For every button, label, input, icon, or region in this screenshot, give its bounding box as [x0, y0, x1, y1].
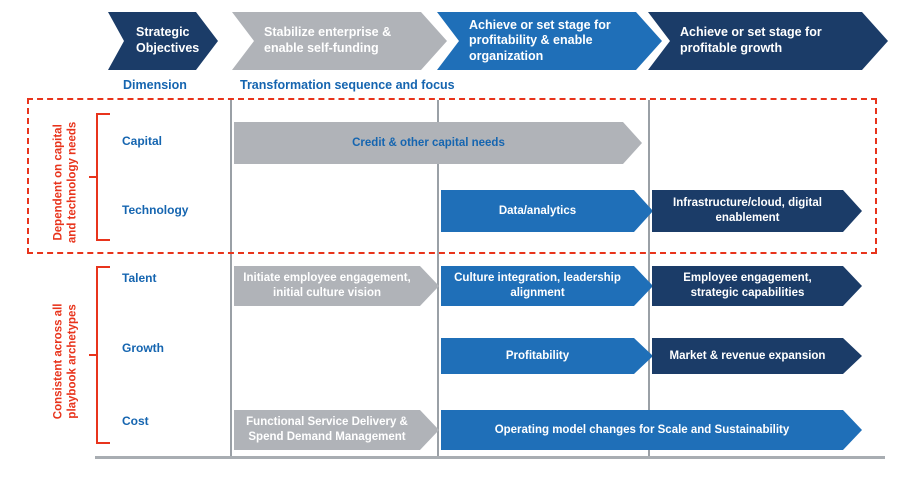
group-box-dependent-capital-technology: [27, 98, 877, 254]
arrow-label: Operating model changes for Scale and Su…: [494, 423, 790, 436]
arrow-label: Initiate employee engagement,initial cul…: [243, 272, 411, 299]
row-cost-item-functional-service-delivery: Functional Service Delivery &Spend Deman…: [234, 410, 439, 450]
row-capital-item-credit: Credit & other capital needs: [234, 122, 642, 164]
arrow-label: Data/analytics: [498, 204, 577, 217]
row-talent-item-employee-engagement: Employee engagement,strategic capabiliti…: [652, 266, 862, 306]
arrow-label: Credit & other capital needs: [352, 136, 505, 149]
group-bracket-lower: [96, 266, 110, 444]
group-bracket-upper: [96, 113, 110, 241]
arrow-label: Profitability: [505, 349, 570, 362]
row-growth-item-profitability: Profitability: [441, 338, 653, 374]
row-label-growth: Growth: [122, 341, 164, 355]
caption-transformation-sequence: Transformation sequence and focus: [240, 78, 455, 92]
row-cost-item-operating-model-changes: Operating model changes for Scale and Su…: [441, 410, 862, 450]
row-growth-item-market-expansion: Market & revenue expansion: [652, 338, 862, 374]
arrow-label: Functional Service Delivery &Spend Deman…: [246, 416, 408, 443]
group-bracket-tick-upper: [89, 176, 96, 178]
arrow-label: Employee engagement,strategic capabiliti…: [683, 272, 812, 299]
column-divider-3: [648, 100, 650, 458]
row-label-talent: Talent: [122, 271, 157, 285]
row-talent-item-initiate-engagement: Initiate employee engagement,initial cul…: [234, 266, 439, 306]
chart-baseline: [95, 456, 885, 459]
header-chevron-label: Stabilize enterprise &enable self-fundin…: [264, 25, 392, 55]
header-chevron-stabilize-enterprise: Stabilize enterprise &enable self-fundin…: [232, 12, 447, 70]
column-divider-2: [437, 100, 439, 458]
column-divider-1: [230, 100, 232, 458]
row-technology-item-data-analytics: Data/analytics: [441, 190, 653, 232]
arrow-label: Market & revenue expansion: [669, 349, 826, 362]
row-label-technology: Technology: [122, 203, 189, 217]
row-label-capital: Capital: [122, 134, 163, 148]
row-label-cost: Cost: [122, 414, 149, 428]
group-bracket-tick-lower: [89, 354, 96, 356]
caption-dimension: Dimension: [123, 78, 187, 92]
